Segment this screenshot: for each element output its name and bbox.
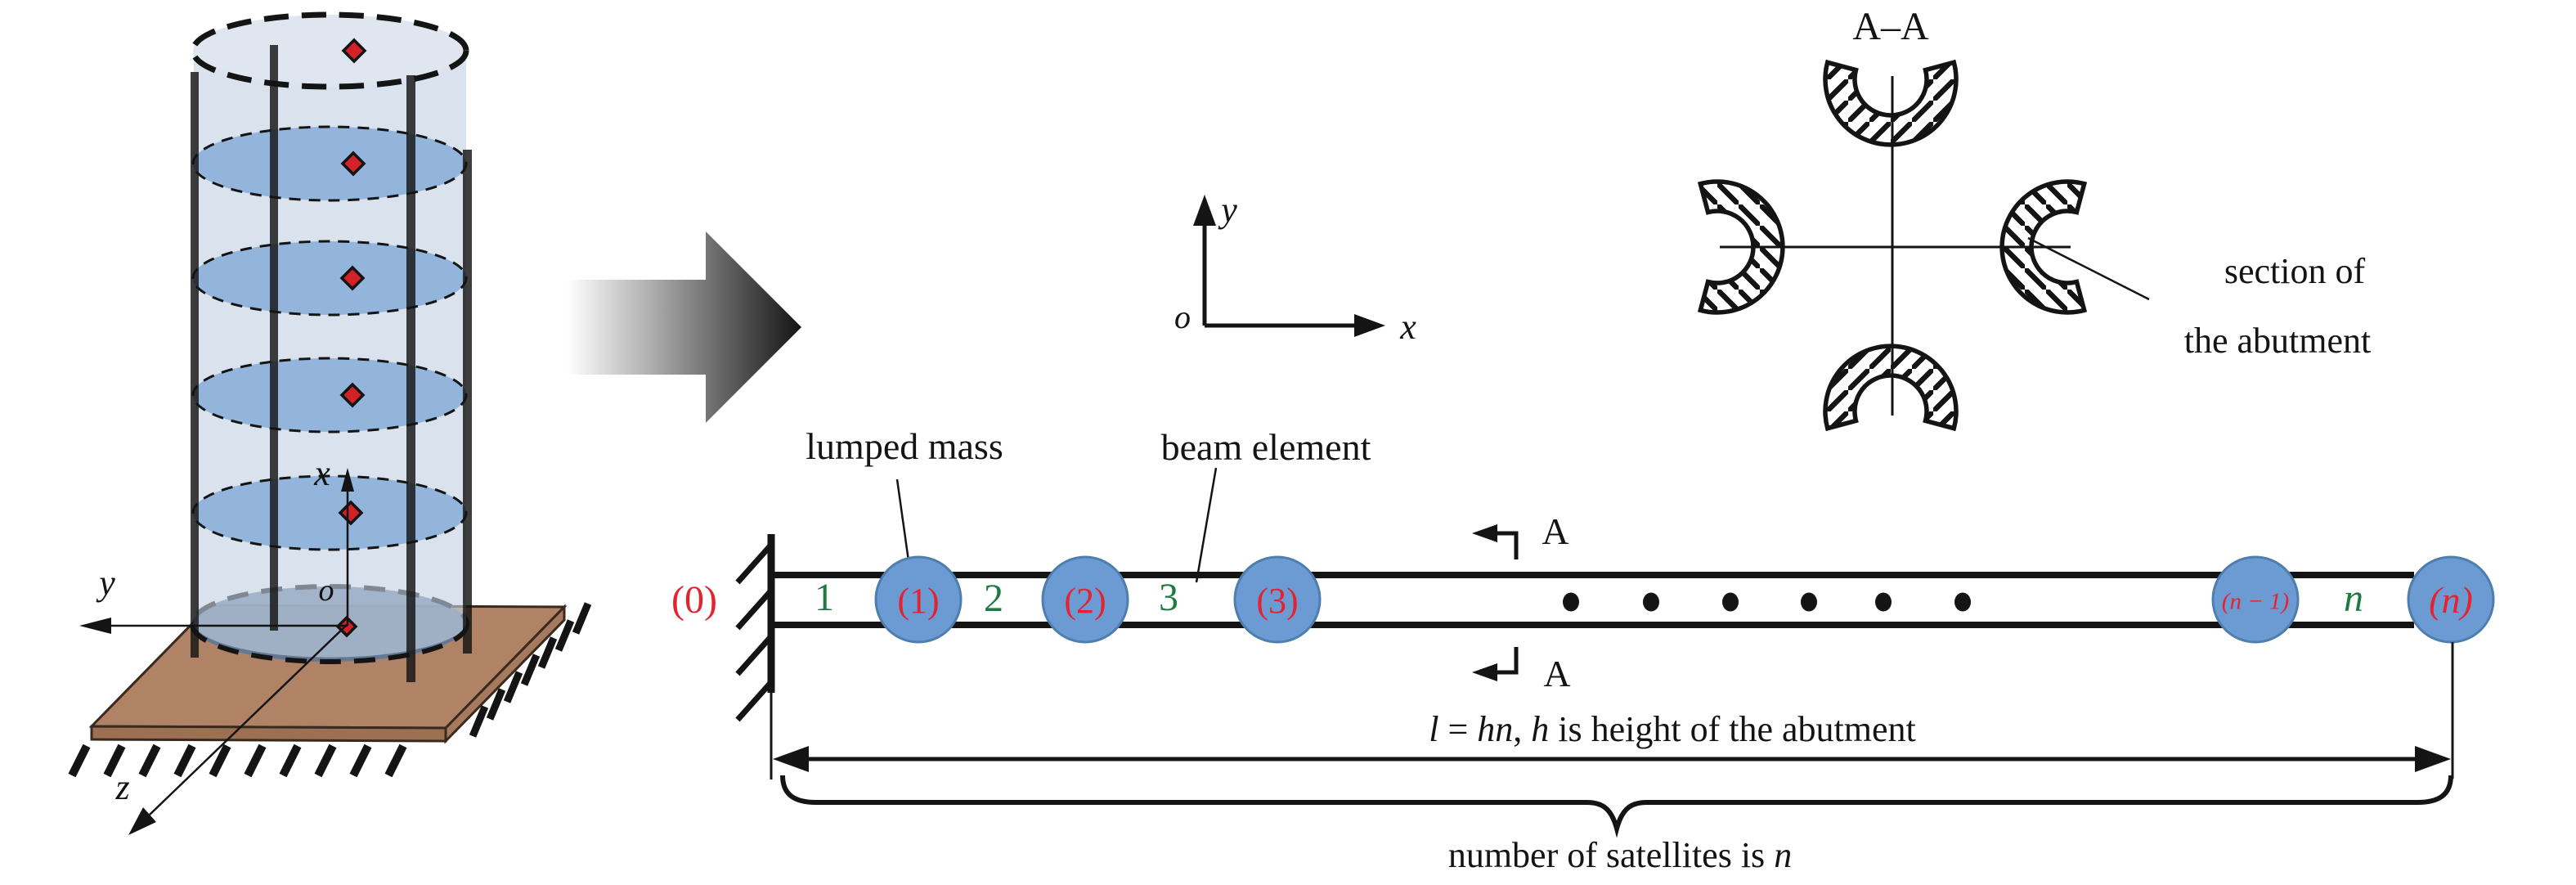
section-caption-line2: the abutment [2183, 321, 2372, 361]
satellite-count-label: number of satellites is n [1448, 838, 1792, 874]
dim-eq: = [1438, 709, 1478, 749]
section-cut-marker-bottom [1472, 647, 1519, 681]
section-caption-line1: section of [2224, 251, 2366, 291]
dim-hn: hn [1477, 709, 1514, 749]
lumped-mass-leader [895, 478, 912, 573]
x-axis-arrowhead [341, 468, 354, 492]
rod-1 [191, 72, 199, 658]
dim-arrow-left [773, 746, 809, 772]
rod-2 [270, 45, 278, 631]
disc-1 [191, 125, 468, 202]
mass-n-label: (n) [2429, 579, 2473, 621]
fixed-support [735, 534, 775, 779]
rod-4 [463, 150, 472, 654]
disc-2 [191, 240, 468, 317]
lumped-mass-caption: lumped mass [806, 425, 1003, 467]
section-caption-leader [2027, 236, 2150, 301]
ground-hatching [68, 602, 592, 778]
tower-z-label: z [115, 767, 130, 807]
mass-node-2 [1041, 555, 1129, 644]
tower-x-label: x [314, 453, 330, 493]
dim-rest: is height of the abutment [1549, 709, 1916, 749]
element-1-label: 1 [815, 576, 834, 619]
tower-rods [191, 45, 472, 682]
mass-node-3 [1233, 555, 1322, 644]
section-view [1700, 62, 2150, 429]
tower-y-label: y [99, 563, 115, 603]
mass-1-label: (1) [897, 581, 940, 621]
beam [771, 572, 2414, 628]
beam-element-leader [1195, 467, 1218, 583]
model-y-label: y [1221, 190, 1237, 230]
dim-h: h [1531, 709, 1550, 749]
element-3-label: 3 [1159, 576, 1178, 619]
z-axis-line [149, 623, 348, 815]
count-brace [780, 775, 2453, 838]
mass-2-label: (2) [1064, 581, 1106, 621]
transform-arrow [567, 231, 801, 423]
model-origin-label: o [1174, 299, 1191, 335]
length-dimension-label: l = hn, h is height of the abutment [1429, 712, 1916, 748]
section-title: A–A [1852, 5, 1929, 48]
tower-origin-label: o [318, 573, 334, 608]
y-axis-arrowhead [79, 618, 111, 634]
satellite-markers [335, 38, 367, 638]
tower-top-disc [190, 11, 469, 90]
mass-n-minus-1-label: (n − 1) [2221, 588, 2290, 615]
tower-axes-3d [79, 468, 354, 835]
section-segment-bottom [1825, 346, 1956, 429]
model-y-arrowhead [1193, 195, 1216, 226]
element-2-label: 2 [984, 577, 1003, 620]
section-segment-top [1825, 62, 1956, 145]
section-cut-marker-top [1472, 524, 1519, 559]
dimension-line [773, 642, 2454, 779]
rod-3 [406, 75, 415, 682]
dim-comma: , [1513, 709, 1532, 749]
section-letter-bottom: A [1543, 653, 1571, 694]
mass-node-n [2407, 555, 2495, 644]
mass-node-n-1 [2211, 555, 2300, 644]
model-x-arrowhead [1354, 314, 1385, 337]
mass-3-label: (3) [1256, 581, 1299, 621]
lumped-masses [874, 555, 2495, 644]
ellipsis-dots [1563, 592, 1971, 612]
disc-3 [191, 357, 468, 434]
brace-text: number of satellites is [1447, 835, 1775, 875]
fixed-node-label: (0) [671, 578, 717, 622]
model-x-label: x [1400, 307, 1416, 347]
brace-n: n [1774, 835, 1793, 875]
mass-node-1 [874, 555, 963, 644]
dim-arrow-right [2415, 746, 2451, 772]
section-letter-top: A [1542, 510, 1569, 552]
element-n-label: n [2344, 577, 2363, 620]
model-axes [1193, 195, 1385, 337]
z-axis-arrowhead [128, 807, 156, 835]
dim-l: l [1429, 709, 1439, 749]
tower-discs [191, 125, 468, 551]
support-hatching [735, 542, 774, 722]
beam-element-caption: beam element [1160, 426, 1371, 468]
